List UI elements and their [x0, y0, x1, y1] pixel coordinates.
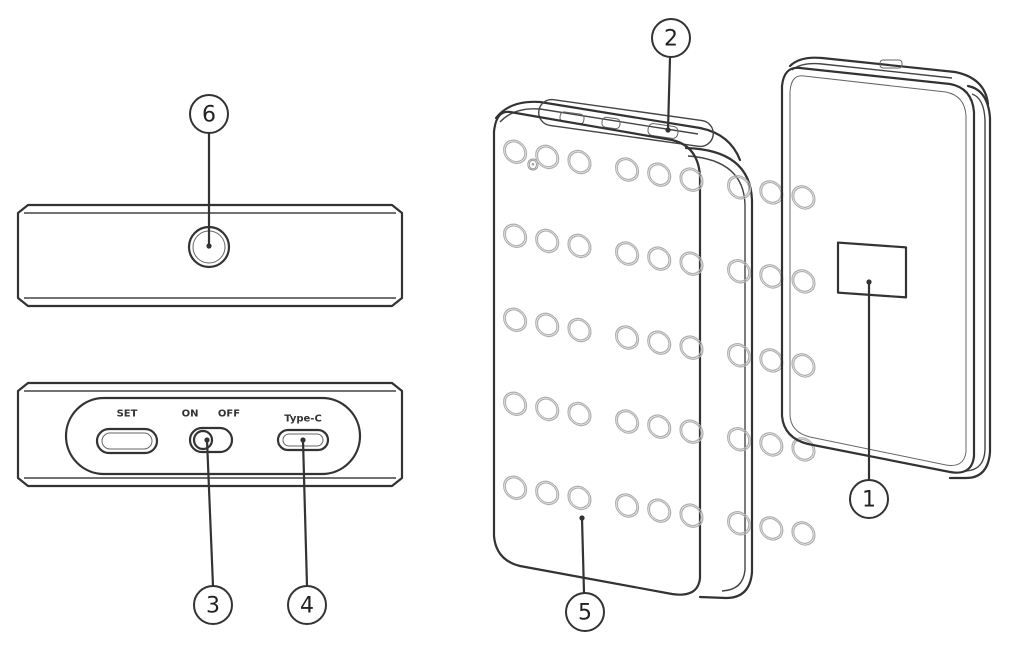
port-side-view: SET ON OFF Type-C [16, 381, 404, 488]
leader-dots [204, 127, 872, 521]
callout-1: 1 [849, 479, 889, 519]
off-label: OFF [218, 409, 240, 420]
callout-6: 6 [189, 94, 229, 134]
set-label: SET [117, 409, 138, 420]
callout-4: 4 [287, 585, 327, 625]
set-port: SET [95, 409, 159, 455]
callout-6-label: 6 [202, 103, 216, 128]
leader-lines [205, 56, 871, 595]
power-switch: ON OFF [182, 409, 240, 454]
callout-3-label: 3 [206, 594, 220, 619]
on-label: ON [182, 409, 199, 420]
callout-4-label: 4 [300, 594, 314, 619]
callout-2: 2 [651, 18, 691, 58]
svg-text:○○○ ○○○ ○○○: ○○○ ○○○ ○○○ [502, 131, 823, 217]
callout-5: 5 [565, 592, 605, 632]
svg-text:○○○ ○○○ ○○○: ○○○ ○○○ ○○○ [502, 215, 823, 301]
callout-5-label: 5 [578, 601, 592, 626]
port-panel [64, 396, 362, 476]
callout-3: 3 [193, 585, 233, 625]
callout-2-label: 2 [664, 27, 678, 52]
front-pattern: ʘ ○○○ ○○○ ○○○ ○○○ ○○○ ○○○ ○○○ ○○○ ○○○ ○○… [501, 130, 823, 553]
type-c-label: Type-C [284, 414, 322, 425]
back-label [836, 241, 908, 299]
svg-text:○○○ ○○○ ○○○: ○○○ ○○○ ○○○ [502, 299, 823, 385]
top-port-strip [538, 98, 714, 148]
svg-text:○○○ ○○○ ○○○: ○○○ ○○○ ○○○ [502, 467, 823, 553]
callout-1-label: 1 [862, 488, 876, 513]
svg-text:ʘ: ʘ [527, 156, 539, 174]
back-3d-view [780, 56, 992, 480]
front-3d-view: ʘ ○○○ ○○○ ○○○ ○○○ ○○○ ○○○ ○○○ ○○○ ○○○ ○○… [492, 98, 823, 600]
svg-text:○○○ ○○○ ○○○: ○○○ ○○○ ○○○ [502, 383, 823, 469]
